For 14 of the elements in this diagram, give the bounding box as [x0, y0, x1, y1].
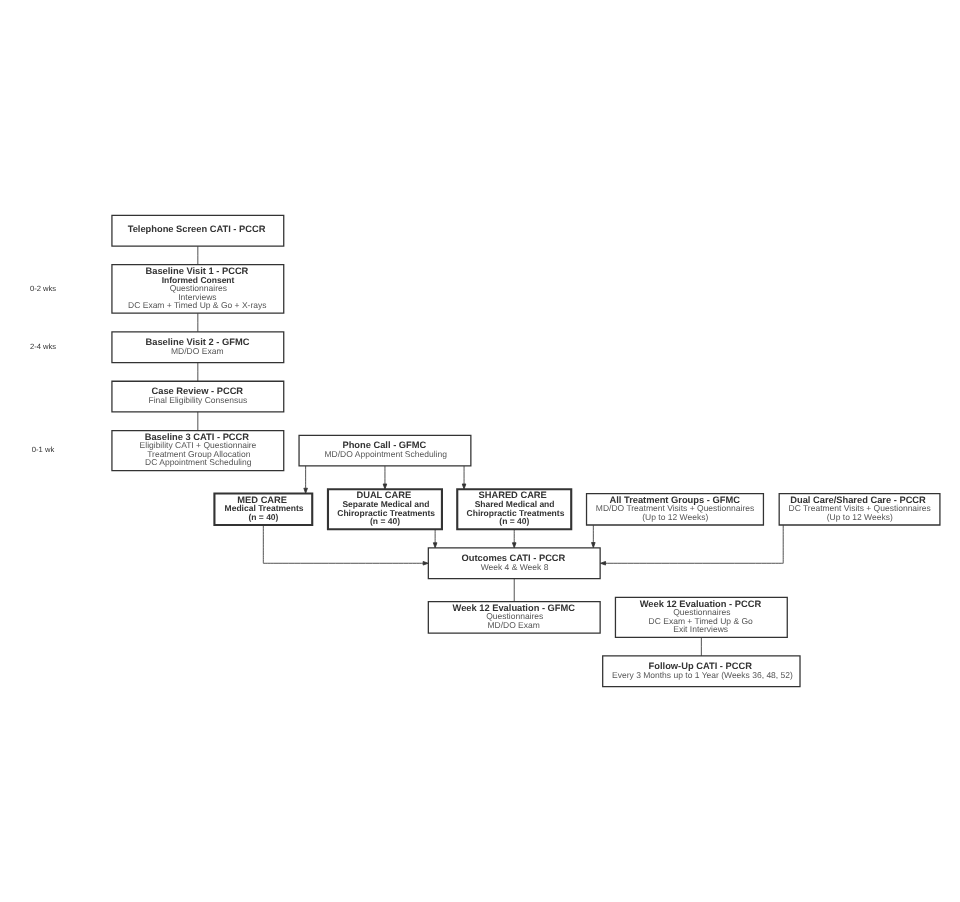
arrow: [262, 524, 429, 566]
arrow: [432, 528, 438, 549]
arrow: [512, 528, 517, 549]
arrow: [461, 465, 467, 490]
connector: [513, 578, 515, 602]
connector: [197, 312, 199, 333]
arrow: [591, 524, 596, 549]
connector: [197, 411, 199, 431]
arrow: [303, 465, 308, 494]
connector: [700, 636, 702, 657]
connector: [197, 245, 199, 265]
connector: [197, 362, 199, 382]
arrow: [600, 524, 784, 566]
arrow: [382, 465, 388, 490]
